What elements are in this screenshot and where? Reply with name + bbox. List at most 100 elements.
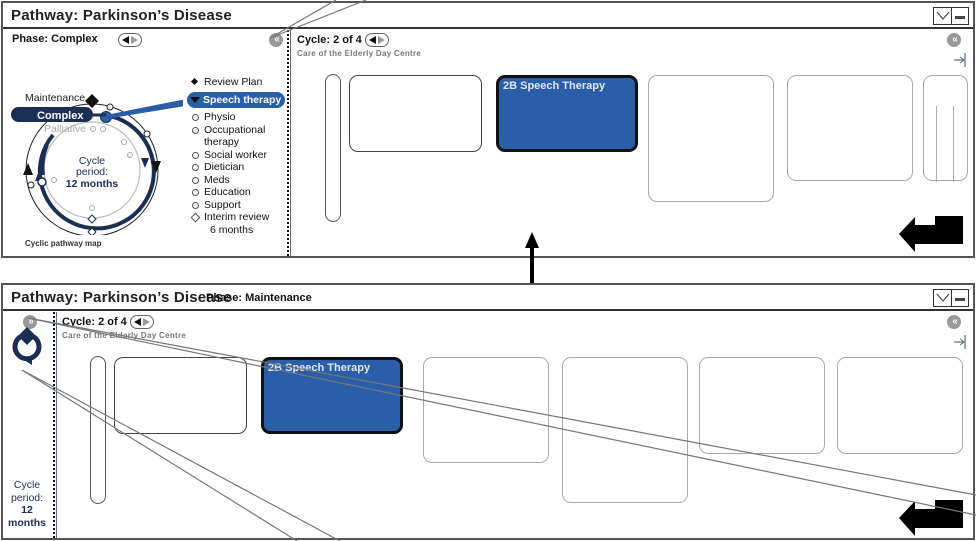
palliative-node [90,126,96,132]
timeline-rail[interactable] [325,74,341,222]
service-item-interim-review[interactable]: Interim review [190,211,280,224]
service-card[interactable] [648,75,774,202]
outer-node [27,181,35,189]
circle-icon [192,164,199,171]
palliative-node [127,152,133,158]
circle-icon [192,151,199,159]
minimize-button[interactable] [951,290,968,306]
service-card[interactable] [423,357,549,463]
circle-icon [192,201,199,209]
service-item-physio[interactable]: Physio [191,111,280,124]
prev-arrow-icon[interactable] [133,318,141,326]
top-title-bar: Pathway: Parkinson’s Disease [3,3,973,29]
cycle-label: Cycle: 2 of 4 [62,315,154,329]
outer-node [106,103,114,111]
complex-node [37,177,47,187]
next-arrow-icon[interactable] [131,36,138,44]
maintenance-node-icon [85,94,99,108]
checkmark-chevron-icon [936,11,949,20]
palliative-node [89,205,95,211]
collapse-cycle-button[interactable]: « [947,33,961,47]
next-arrow-icon[interactable] [377,36,385,44]
collapse-cycle-button[interactable]: « [947,315,961,329]
service-item-education[interactable]: Education [191,186,280,199]
service-card[interactable] [349,75,482,152]
phase-maintenance-label: Maintenance [25,92,85,104]
prev-arrow-icon[interactable] [368,36,376,44]
cycle-nav-toggle[interactable] [364,33,389,47]
bottom-title-bar: Pathway: Parkinson’s Disease Phase: Main… [3,285,973,311]
phase-label: Phase: Complex [12,33,98,45]
phase-label: Phase: Maintenance [206,292,312,304]
prev-arrow-icon[interactable] [122,36,129,44]
phase-nav-toggle[interactable] [118,33,142,47]
minimize-button[interactable] [951,8,968,24]
service-item-meds[interactable]: Meds [191,174,280,187]
window-buttons [933,7,969,25]
cycle-label: Cycle: 2 of 4 [297,33,389,47]
service-item-social-worker[interactable]: Social worker [191,149,280,162]
pin-icon[interactable] [953,53,967,67]
expand-button[interactable] [934,8,951,24]
service-card-partial[interactable] [923,75,968,182]
circle-icon [192,189,199,196]
open-diamond-icon [190,212,201,223]
pin-icon[interactable] [953,335,967,349]
service-item-speech-therapy[interactable]: Speech therapy [187,91,286,108]
minimize-icon [955,298,965,301]
service-item-support[interactable]: Support [191,199,280,212]
service-card[interactable] [837,357,963,454]
service-item-interim-review-detail: 6 months [210,223,254,236]
panel-divider[interactable] [287,30,292,256]
sidebar-cycle-period: Cycle period: 12 months [8,479,46,529]
service-card[interactable] [562,357,688,503]
phase-complex-label: Complex [37,110,84,122]
service-item-review-plan[interactable]: Review Plan [190,76,280,89]
service-card-speech-therapy[interactable]: 2B Speech Therapy [261,357,403,434]
outer-arrow-up-icon [23,163,33,175]
diamond-icon [190,77,199,86]
service-item-occupational-therapy-cont: therapy [204,136,240,148]
map-caption: Cyclic pathway map [25,239,102,248]
minimize-icon [955,16,965,19]
pathway-title: Pathway: Parkinson’s Disease [11,289,232,306]
cycle-icon[interactable] [10,327,44,367]
collapse-map-button[interactable]: « [269,33,283,47]
panel-divider[interactable] [53,312,58,538]
service-item-occupational-therapy[interactable]: Occupational [191,124,280,137]
card-divider-line [953,106,954,182]
checkmark-chevron-icon [936,293,949,302]
return-arrow-icon[interactable] [899,216,963,252]
timeline-rail[interactable] [90,356,106,504]
circle-icon [192,114,199,121]
location-label: Care of the Elderly Day Centre [297,49,422,58]
cycle-period-line1: Cycle [79,155,105,167]
pathway-title: Pathway: Parkinson’s Disease [11,7,232,24]
cyclic-pathway-map: Maintenance Complex Palliative Cycle per… [11,92,183,235]
phase-palliative-label: Palliative [44,123,86,135]
service-card[interactable] [787,75,913,181]
palliative-node [121,139,127,145]
service-item-dietician[interactable]: Dietician [191,161,280,174]
outer-diamond-node [87,227,97,235]
service-card-speech-therapy[interactable]: 2B Speech Therapy [496,75,638,152]
phase-complex-pill [11,107,93,122]
expand-button[interactable] [934,290,951,306]
next-arrow-icon[interactable] [142,318,150,326]
complex-diamond-node [87,214,97,224]
complex-ring-tail [40,144,49,176]
double-headed-arrow-icon [525,232,539,302]
triangle-down-icon [190,96,200,103]
outer-arrow-down-icon [151,161,161,173]
bottom-pathway-panel: Pathway: Parkinson’s Disease Phase: Main… [1,283,975,540]
cycle-period-value: 12 months [66,178,119,190]
palliative-node [100,126,106,132]
location-label: Care of the Elderly Day Centre [62,331,187,340]
service-card[interactable] [114,357,247,434]
service-card[interactable] [699,357,825,454]
circle-icon [192,126,199,134]
cycle-nav-toggle[interactable] [129,315,154,329]
complex-arrow-down-icon [141,158,149,168]
selection-connector [106,99,183,119]
return-arrow-icon[interactable] [899,500,963,536]
